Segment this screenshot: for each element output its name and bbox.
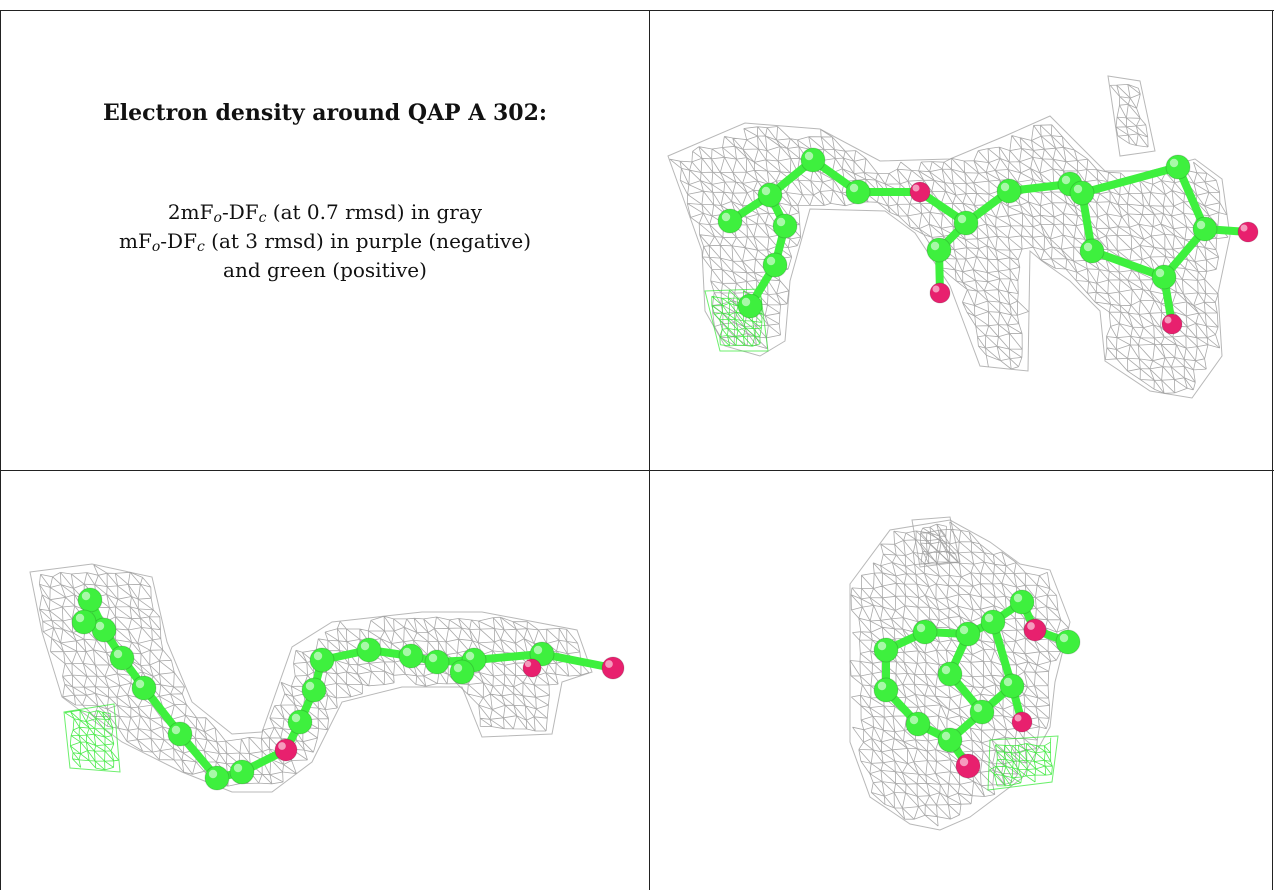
view-front xyxy=(650,11,1272,470)
grid-middle-horizontal xyxy=(0,470,1274,471)
ligand-sticks xyxy=(71,587,625,791)
grid-middle-vertical xyxy=(649,10,650,890)
grid-right-border xyxy=(1272,10,1273,890)
molecule-mesh-icon xyxy=(849,516,1081,831)
ligand-sticks xyxy=(717,147,1259,335)
molecule-mesh-icon xyxy=(29,563,625,793)
positive-density-mesh xyxy=(987,735,1059,791)
grid-left-border xyxy=(0,10,1,890)
view-end xyxy=(650,472,1272,890)
density-legend: 2mFo-DFc (at 0.7 rmsd) in gray mFo-DFc (… xyxy=(2,198,648,285)
molecule-mesh-icon xyxy=(667,75,1259,399)
density-mesh-gray-top xyxy=(911,516,961,568)
legend-line-positive: and green (positive) xyxy=(223,258,427,282)
caption-cell: Electron density around QAP A 302: 2mFo-… xyxy=(2,11,648,470)
density-mesh-gray-top xyxy=(1107,75,1156,157)
ligand-sticks xyxy=(873,589,1081,779)
legend-line-fofc: mFo-DFc (at 3 rmsd) in purple (negative) xyxy=(119,229,531,255)
panel-title: Electron density around QAP A 302: xyxy=(102,100,548,126)
grid-top-border xyxy=(0,10,1274,11)
view-side xyxy=(2,472,648,890)
positive-density-mesh xyxy=(63,703,121,773)
legend-line-2fofc: 2mFo-DFc (at 0.7 rmsd) in gray xyxy=(167,200,483,226)
